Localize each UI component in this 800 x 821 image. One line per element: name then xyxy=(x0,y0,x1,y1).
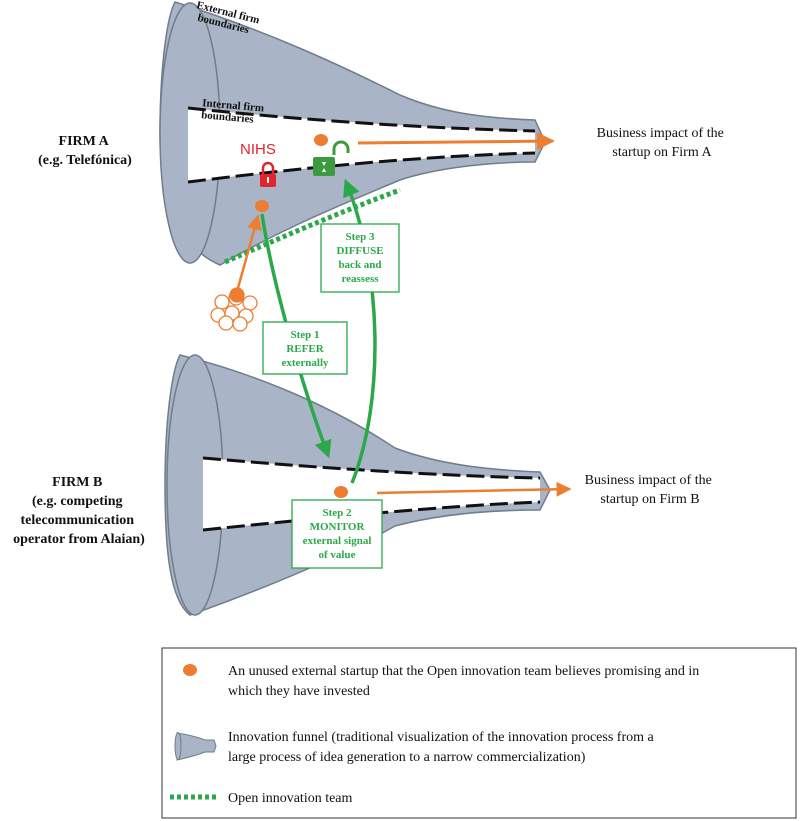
legend: An unused external startup that the Open… xyxy=(161,647,797,819)
arrow-impact-firm-b xyxy=(376,481,572,497)
step1-box: Step 1 REFER externally xyxy=(262,321,348,375)
firm-b-label: FIRM B (e.g. competing telecommunication… xyxy=(13,475,145,547)
startup-dot-b xyxy=(334,486,348,498)
funnel-firm-b xyxy=(164,354,551,616)
step1-line3: externally xyxy=(281,357,329,369)
legend-team-text: Open innovation team xyxy=(228,791,353,806)
funnel-a-inner xyxy=(188,108,535,182)
step2-verb: MONITOR xyxy=(310,521,366,533)
step2-line3: external signal xyxy=(303,535,372,547)
legend-funnel-text: Innovation funnel (traditional visualiza… xyxy=(228,730,657,765)
arrow-impact-firm-a xyxy=(357,132,555,151)
nihs-label: NIHS xyxy=(240,141,276,158)
legend-startup-text: An unused external startup that the Open… xyxy=(228,664,703,699)
step2-title: Step 2 xyxy=(322,507,352,519)
arrow-step3-diffuse xyxy=(343,178,377,484)
step2-box: Step 2 MONITOR external signal of value xyxy=(291,499,383,569)
internal-boundary-a-top xyxy=(187,106,536,133)
open-innovation-team-line-a xyxy=(224,187,401,265)
step3-box: Step 3 DIFFUSE back and reassess xyxy=(320,223,400,293)
startup-dot-a-inside xyxy=(314,134,328,146)
arrow-startup-into-firm-a xyxy=(236,214,262,289)
step1-verb: REFER xyxy=(286,343,324,355)
startup-cluster-highlight xyxy=(229,287,245,303)
lock-open-icon xyxy=(313,140,350,176)
funnel-firm-a xyxy=(159,1,546,266)
lock-closed-icon xyxy=(260,161,276,187)
step3-title: Step 3 xyxy=(345,231,375,243)
step3-line3: back and xyxy=(338,259,381,271)
internal-boundary-a-bottom xyxy=(187,151,536,184)
step2-line4: of value xyxy=(319,549,356,561)
step3-verb: DIFFUSE xyxy=(336,245,383,257)
impact-firm-a-label: Business impact of the startup on Firm A xyxy=(597,126,728,160)
legend-startup-icon xyxy=(183,664,197,676)
internal-boundaries-label: Internal firm boundaries xyxy=(201,97,268,127)
step1-title: Step 1 xyxy=(290,329,319,341)
firm-a-label: FIRM A (e.g. Telefónica) xyxy=(38,134,132,168)
legend-funnel-icon xyxy=(174,732,217,761)
impact-firm-b-label: Business impact of the startup on Firm B xyxy=(585,473,716,507)
step3-line4: reassess xyxy=(341,273,379,285)
internal-boundary-b-top xyxy=(202,456,541,480)
startup-dot-a-boundary xyxy=(255,200,269,212)
startup-cluster xyxy=(210,287,258,332)
